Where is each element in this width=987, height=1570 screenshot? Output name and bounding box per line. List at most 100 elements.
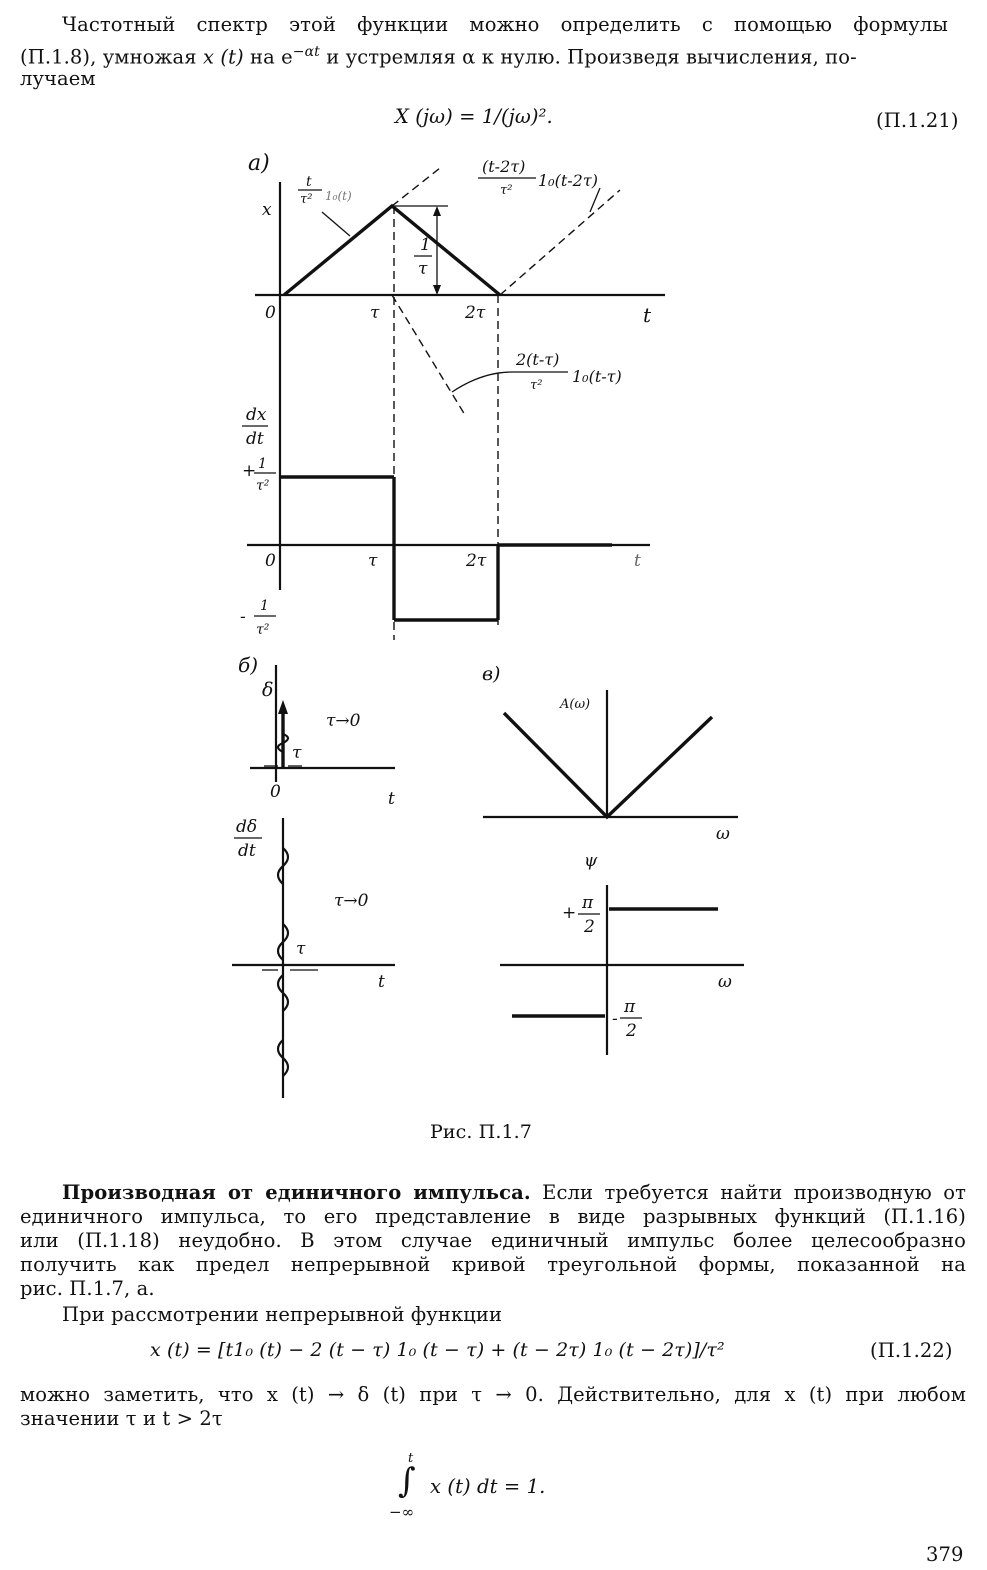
ann-mid-tail: 1₀(t-τ) (572, 367, 622, 386)
minus-pi-sign: - (612, 1009, 618, 1029)
plus-num: 1 (258, 456, 267, 472)
panel-a-origin: 0 (265, 303, 276, 323)
para3-line2: значении τ и t > 2τ (20, 1407, 223, 1430)
delta-label: δ (262, 679, 273, 701)
height-num: 1 (420, 235, 431, 255)
ddelta-wave-3 (276, 974, 290, 1012)
tau-limit: τ→0 (326, 711, 361, 731)
panel-a2-origin: 0 (265, 551, 276, 571)
panel-b-t-label: t (388, 789, 395, 809)
minus-num: 1 (260, 598, 269, 614)
top-line2-c: и устремляя α к нулю. Произведя вычислен… (319, 45, 857, 69)
ann-mid-num: 2(t-τ) (515, 350, 559, 369)
panel-a-x-label: x (262, 200, 272, 220)
equation-122-number: (П.1.22) (870, 1339, 953, 1362)
tau-limit-2: τ→0 (334, 891, 369, 911)
ann-left-num: t (306, 174, 312, 190)
ann-right-num: (t-2τ) (482, 157, 525, 176)
amp-label: A(ω) (559, 697, 590, 712)
panel-a-letter: а) (248, 151, 270, 176)
panel-b2-tau: τ (296, 939, 306, 959)
page-number: 379 (926, 1543, 964, 1566)
panel-a2-two-tau: 2τ (465, 551, 487, 571)
dxdt-den: dt (246, 429, 264, 449)
para1-line1: Производная от единичного импульса. Если… (62, 1182, 966, 1203)
top-paragraph-line-1: Частотный спектр этой функции можно опре… (62, 13, 948, 36)
integral-lower-limit: −∞ (389, 1503, 415, 1521)
ann-left-den: τ² (300, 192, 312, 207)
panel-b-delta: б) δ τ→0 τ 0 t dδ dt τ→0 τ t (232, 653, 395, 1098)
ddelta-wave-1 (276, 847, 290, 885)
ann-mid-leader (451, 371, 513, 393)
plus-den: τ² (256, 478, 270, 494)
para1-line3: или (П.1.18) неудобно. В этом случае еди… (20, 1229, 966, 1252)
panel-b-letter: б) (238, 653, 258, 677)
equation-121-number: (П.1.21) (876, 109, 959, 132)
panel-c-omega: ω (716, 824, 730, 844)
panel-b-origin: 0 (270, 782, 281, 802)
top-line2-a: (П.1.8), умножая (20, 45, 203, 69)
height-den: τ (418, 259, 428, 279)
ann-left-tail: 1₀(t) (325, 189, 352, 203)
integral-sign: ∫ (398, 1461, 416, 1501)
triangle-pulse (282, 203, 502, 297)
top-paragraph-line-3: лучаем (20, 67, 96, 90)
panel-a-derivative: dx dt + 1 τ² - 1 τ² 0 τ 2τ t (240, 405, 650, 638)
panel-a-two-tau: 2τ (464, 303, 486, 323)
panel-b-tau: τ (292, 743, 302, 763)
ann-left-leader (321, 211, 351, 237)
para1-heading: Производная от единичного импульса. (62, 1181, 531, 1204)
ddelta-den: dt (238, 841, 256, 861)
panel-c-spectrum: в) A(ω) ω ψ + π 2 - π 2 ω (482, 663, 744, 1055)
plus-pi-den: 2 (583, 917, 595, 937)
height-arrow-head-up (433, 206, 441, 216)
height-arrow-head-down (433, 285, 441, 295)
para1-line5: рис. П.1.7, а. (20, 1277, 155, 1300)
psi-label: ψ (584, 851, 598, 871)
ann-mid-den: τ² (530, 378, 542, 393)
panel-c-letter: в) (482, 663, 500, 685)
para3-line1: можно заметить, что x (t) → δ (t) при τ … (20, 1383, 966, 1406)
para1-line1-rest: Если требуется найти производную от (530, 1181, 966, 1204)
plus-pi-sign: + (562, 903, 576, 923)
para1-line4: получить как предел непрерывной кривой т… (20, 1253, 966, 1276)
amplitude-spectrum (502, 711, 714, 820)
delta-arrow-head (278, 700, 288, 714)
ann-right-leader (589, 187, 601, 213)
para1-line2: единичного импульса, то его представлени… (20, 1205, 966, 1228)
ann-right-den: τ² (500, 183, 512, 198)
top-line2-b: на e (243, 45, 293, 69)
integral-upper-limit: t (408, 1451, 414, 1466)
ramp-2tau (499, 189, 621, 296)
ann-right-tail: 1₀(t-2τ) (538, 171, 598, 190)
figure-caption: Рис. П.1.7 (430, 1121, 532, 1143)
panel-b2-t-label: t (378, 972, 385, 992)
equation-122: x (t) = [t1₀ (t) − 2 (t − τ) 1₀ (t − τ) … (150, 1339, 725, 1361)
top-line2-sup: −αt (292, 44, 320, 60)
panel-c2-omega: ω (718, 972, 732, 992)
minus-sign: - (240, 607, 246, 627)
plus-sign: + (242, 461, 256, 481)
minus-pi-den: 2 (625, 1021, 637, 1041)
para2-line1: При рассмотрении непрерывной функции (62, 1303, 503, 1326)
top-line2-x: x (t) (202, 45, 244, 69)
equation-121: X (jω) = 1/(jω)². (395, 105, 553, 128)
panel-a-tau: τ (370, 303, 380, 323)
ramp-extension-up (391, 167, 441, 207)
panel-a2-t-label: t (634, 551, 641, 571)
minus-pi-num: π (623, 997, 636, 1017)
dxdt-num: dx (246, 405, 267, 425)
panel-a-t-label: t (643, 303, 652, 327)
top-paragraph-line-2: (П.1.8), умножая x (t) на e−αt и устремл… (20, 42, 970, 68)
panel-a-triangle: а) x t 0 τ 2τ 1 τ t τ² 1₀(t) (t-2τ) τ² 1… (248, 151, 665, 640)
minus-den: τ² (256, 622, 270, 638)
ddelta-wave-2 (276, 923, 290, 961)
panel-a2-tau: τ (368, 551, 378, 571)
delta-wave (276, 732, 290, 753)
ddelta-wave-4 (276, 1039, 290, 1077)
integral-body: x (t) dt = 1. (430, 1475, 546, 1498)
plus-pi-num: π (581, 893, 594, 913)
ddelta-num: dδ (236, 817, 257, 837)
ramp-tau-down (391, 294, 466, 416)
